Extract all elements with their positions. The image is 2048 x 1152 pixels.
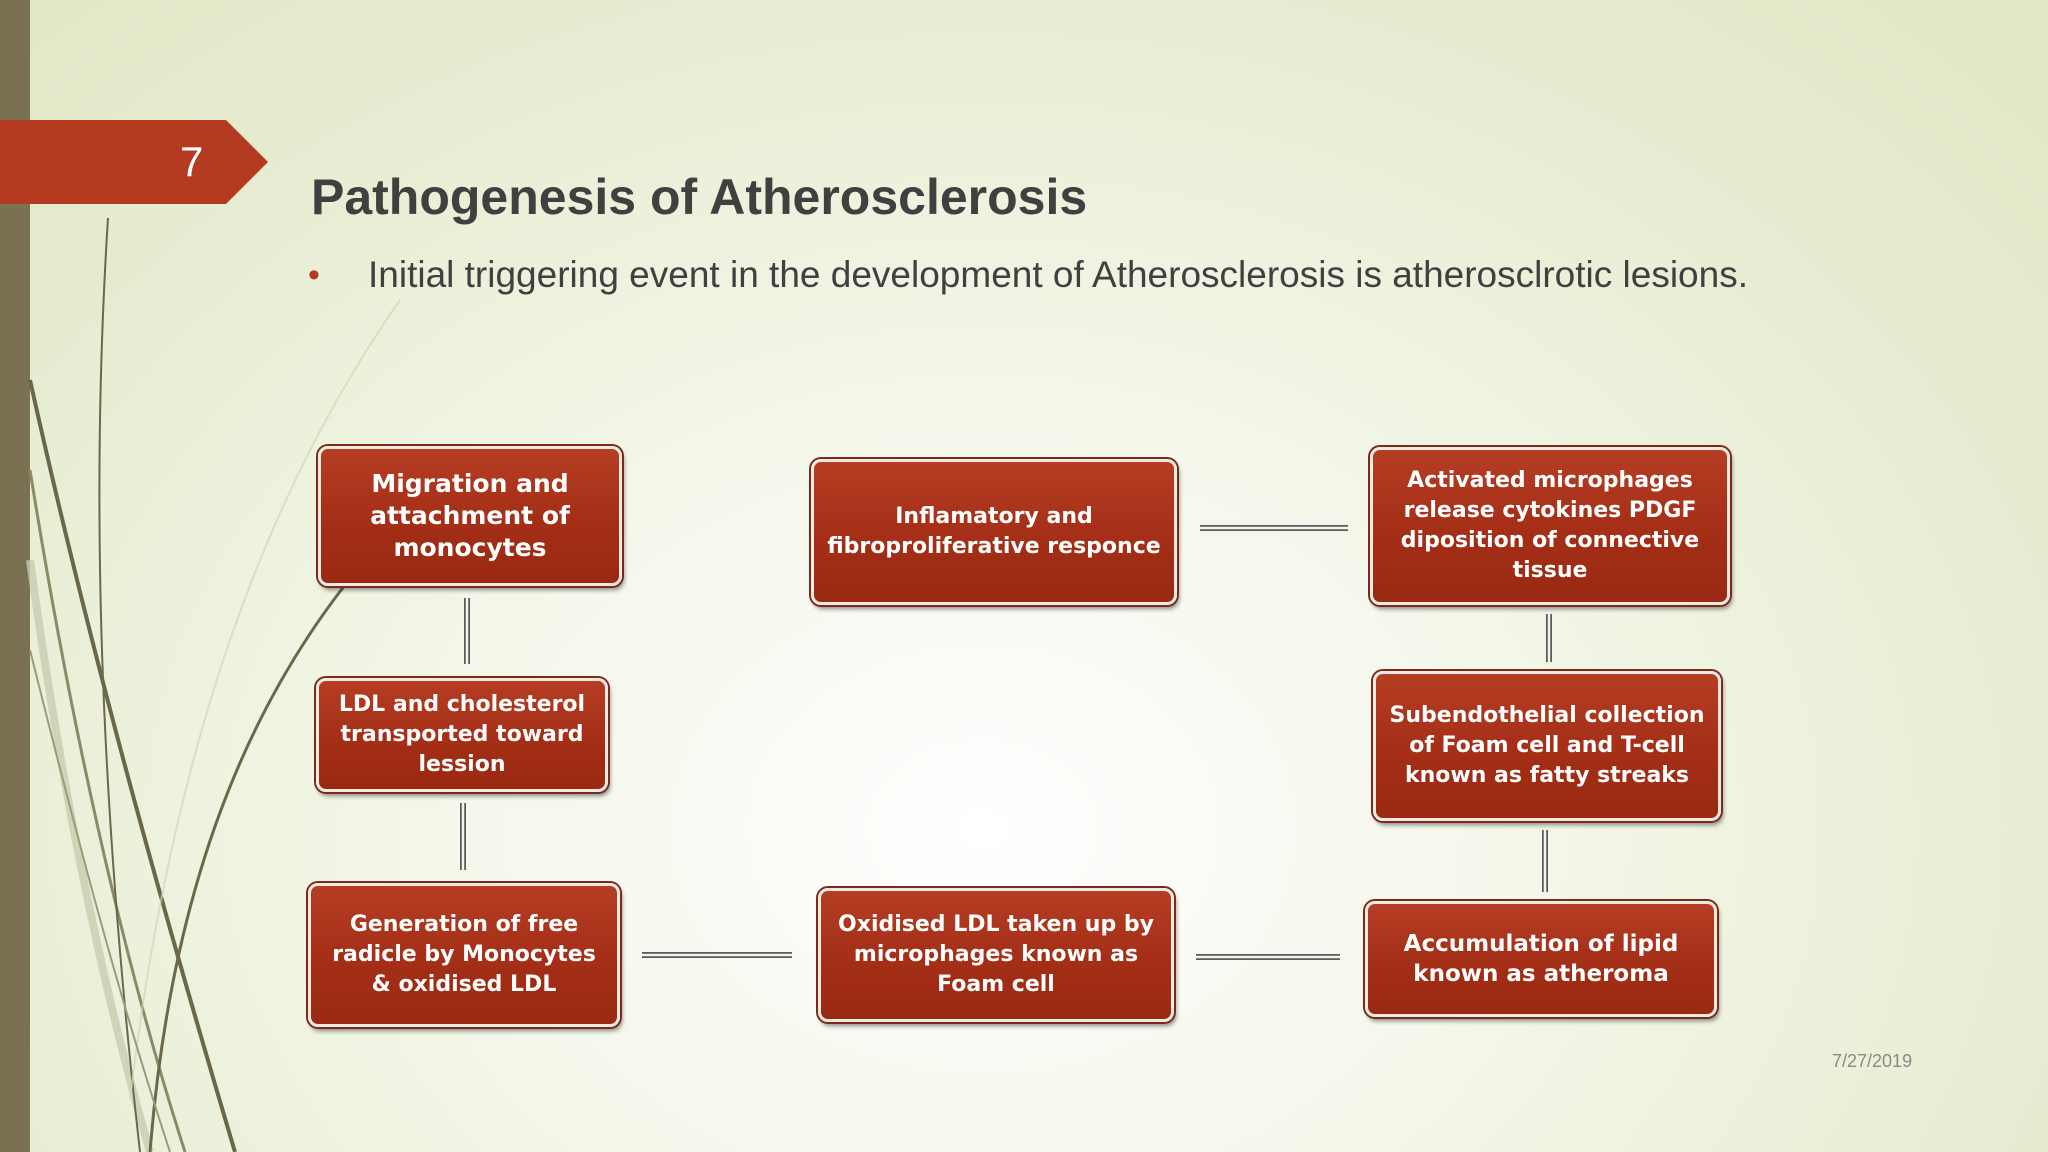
slide-date: 7/27/2019 [1832,1051,1913,1071]
node-free-radicle: Generation of free radicle by Monocytes … [308,883,620,1027]
bullet-text: Initial triggering event in the developm… [368,254,1748,295]
node-migration: Migration and attachment of monocytes [318,446,622,586]
node-ldl: LDL and cholesterol transported toward l… [316,678,608,792]
node-inflamatory: Inflamatory and fibroproliferative respo… [811,459,1177,605]
bullet-marker: • [308,256,320,294]
node-accumulation: Accumulation of lipid known as atheroma [1365,901,1717,1017]
slide-number-tab [0,120,268,204]
node-oxidised-ldl-label: Oxidised LDL taken up by microphages kno… [838,912,1154,997]
node-subendothelial-label: Subendothelial collection of Foam cell a… [1389,703,1705,788]
node-subendothelial: Subendothelial collection of Foam cell a… [1373,671,1721,821]
node-oxidised-ldl: Oxidised LDL taken up by microphages kno… [818,888,1174,1022]
slide-number: 7 [180,138,204,185]
slide-title: Pathogenesis of Atherosclerosis [311,169,1088,225]
node-ldl-label: LDL and cholesterol transported toward l… [338,692,586,777]
node-activated: Activated microphages release cytokines … [1370,447,1730,605]
node-accumulation-label: Accumulation of lipid known as atheroma [1403,931,1679,987]
node-activated-label: Activated microphages release cytokines … [1400,468,1700,583]
node-free-radicle-label: Generation of free radicle by Monocytes … [332,912,596,997]
node-inflamatory-label: Inflamatory and fibroproliferative respo… [827,504,1161,559]
node-migration-label: Migration and attachment of monocytes [370,469,570,562]
